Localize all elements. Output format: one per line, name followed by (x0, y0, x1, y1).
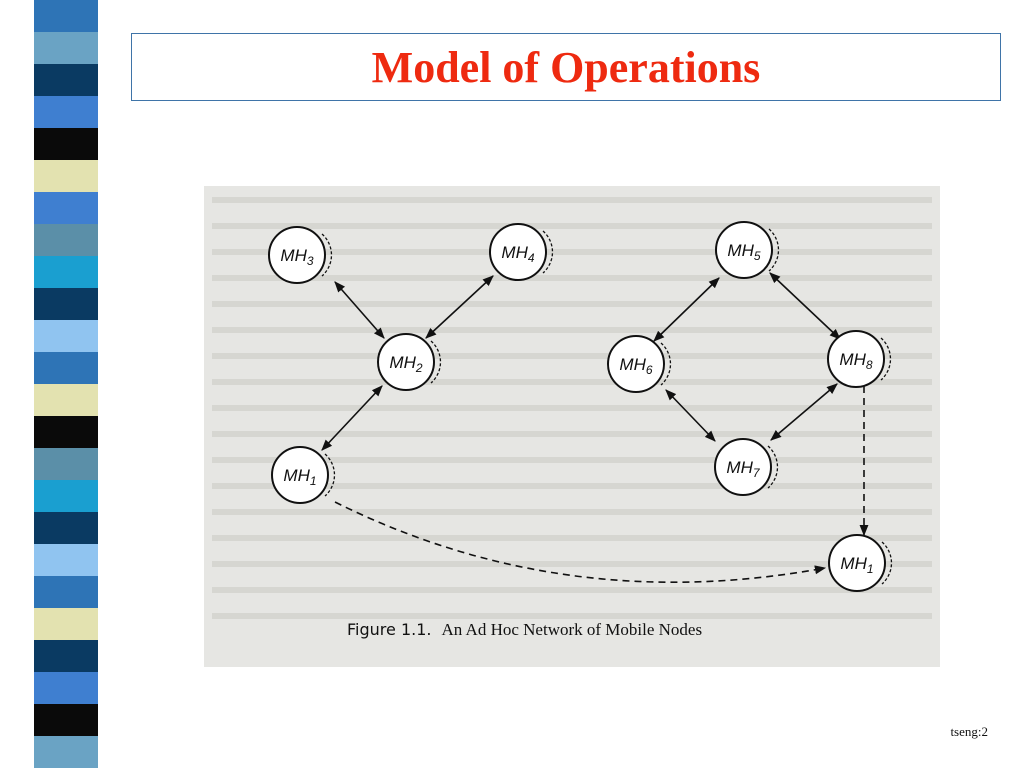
node-mh5: MH5 (715, 221, 780, 279)
stripe-block (34, 128, 98, 160)
stripe-block (34, 608, 98, 640)
stripe-block (34, 32, 98, 64)
figure-caption: Figure 1.1.An Ad Hoc Network of Mobile N… (347, 620, 702, 639)
stripe-block (34, 160, 98, 192)
edge-mh6-mh5 (653, 277, 720, 342)
svg-text:MH6: MH6 (619, 355, 652, 377)
stripe-block (34, 224, 98, 256)
stripe-block (34, 288, 98, 320)
node-mh1-moved: MH1 (828, 534, 893, 592)
page-title: Model of Operations (371, 42, 761, 92)
stripe-block (34, 576, 98, 608)
stripe-block (34, 192, 98, 224)
node-mh1: MH1 (271, 446, 336, 504)
stripe-block (34, 512, 98, 544)
node-mh8: MH8 (827, 330, 892, 388)
network-diagram: MH3 MH4 MH5 MH2 MH6 MH8 (212, 197, 932, 639)
stripe-block (34, 704, 98, 736)
edge-mh5-mh8 (769, 272, 841, 340)
edge-mh6-mh7 (665, 389, 716, 442)
stripe-block (34, 448, 98, 480)
svg-text:MH2: MH2 (389, 353, 422, 375)
svg-text:MH4: MH4 (501, 243, 534, 265)
svg-text:MH8: MH8 (839, 350, 872, 372)
decorative-left-stripe (34, 0, 98, 768)
stripe-block (34, 544, 98, 576)
stripe-block (34, 736, 98, 768)
edge-mh2-mh1 (321, 385, 383, 451)
svg-text:MH1: MH1 (840, 554, 873, 576)
node-mh2: MH2 (377, 333, 442, 391)
stripe-block (34, 352, 98, 384)
stripe-block (34, 256, 98, 288)
edge-mh2-mh3 (334, 281, 385, 339)
node-mh7: MH7 (714, 438, 779, 496)
stripe-block (34, 0, 98, 32)
svg-text:MH7: MH7 (726, 458, 760, 480)
svg-text:MH3: MH3 (280, 246, 313, 268)
svg-text:MH5: MH5 (727, 241, 760, 263)
stripe-block (34, 96, 98, 128)
stripe-block (34, 640, 98, 672)
stripe-block (34, 64, 98, 96)
title-box: Model of Operations (131, 33, 1001, 101)
stripe-block (34, 480, 98, 512)
network-figure: MH3 MH4 MH5 MH2 MH6 MH8 (204, 186, 940, 667)
svg-text:MH1: MH1 (283, 466, 316, 488)
node-mh6: MH6 (607, 335, 672, 393)
stripe-block (34, 672, 98, 704)
stripe-block (34, 384, 98, 416)
node-mh4: MH4 (489, 223, 554, 281)
edge-mh2-mh4 (425, 275, 494, 339)
edge-mh7-mh8 (770, 383, 838, 441)
slide-footer: tseng:2 (950, 724, 988, 739)
stripe-block (34, 320, 98, 352)
node-mh3: MH3 (268, 226, 333, 284)
stripe-block (34, 416, 98, 448)
